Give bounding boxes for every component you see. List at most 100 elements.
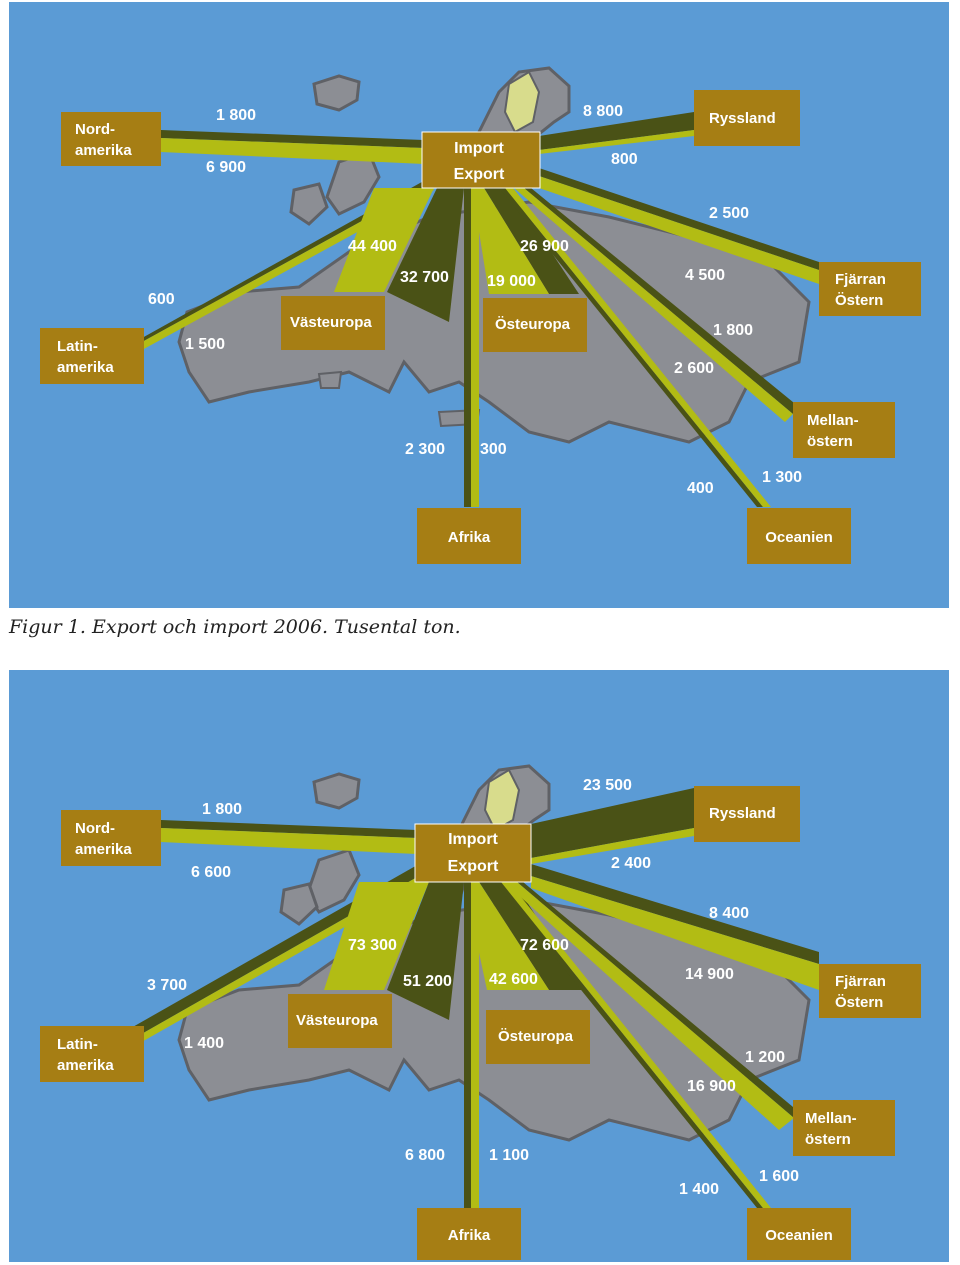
value-label: 8 800 [583, 103, 623, 120]
flow-values: 1 800 6 600 23 500 2 400 3 700 1 400 73 … [147, 777, 799, 1198]
region-box [40, 1026, 144, 1082]
hub-import-label: Import [448, 831, 498, 848]
flow-values: 1 800 6 900 8 800 800 600 1 500 44 400 3… [148, 103, 802, 497]
iceland-shape [312, 772, 361, 810]
region-label-line1: Oceanien [765, 529, 833, 546]
osteuropa-export-band [464, 882, 549, 990]
region-oceanien: Oceanien [747, 508, 851, 564]
afrika-export-band [471, 882, 479, 1208]
value-label: 600 [148, 291, 175, 308]
region-latinamerika: Latin- amerika [40, 1026, 144, 1082]
region-osteuropa: Östeuropa [486, 1010, 590, 1064]
region-box [793, 402, 895, 458]
region-label-line1: Fjärran [835, 973, 886, 990]
flow-map-panel-2006: Import Export Nord- amerika Ryssland Lat… [9, 2, 949, 608]
flow-map-svg: Import Export Nord- amerika Ryssland Lat… [9, 2, 949, 608]
value-label: 300 [480, 441, 507, 458]
region-label-line2: amerika [57, 1057, 114, 1074]
region-label-line1: Nord- [75, 820, 115, 837]
value-label: 14 900 [685, 966, 734, 983]
value-label: 51 200 [403, 973, 452, 990]
mellanostern-export-band [514, 188, 793, 422]
value-label: 8 400 [709, 905, 749, 922]
value-label: 1 800 [202, 801, 242, 818]
flow-map-panel-second: Import Export Nord- amerika Ryssland Lat… [9, 670, 949, 1262]
region-label-line1: Fjärran [835, 271, 886, 288]
region-label-line1: Afrika [448, 529, 491, 546]
region-box [61, 112, 161, 166]
region-box [819, 262, 921, 316]
region-label-line1: Mellan- [807, 412, 859, 429]
region-label-line1: Ryssland [709, 110, 776, 127]
value-label: 800 [611, 151, 638, 168]
oceanien-export-band [501, 882, 771, 1208]
value-label: 1 400 [679, 1181, 719, 1198]
ryssland-export-band [531, 828, 694, 864]
region-label-line1: Nord- [75, 121, 115, 138]
latinamerika-import-band [131, 864, 419, 1040]
region-box [819, 964, 921, 1018]
flow-map-svg: Import Export Nord- amerika Ryssland Lat… [9, 670, 949, 1262]
mellanostern-import-band [524, 188, 799, 414]
hub-export-label: Export [454, 166, 505, 183]
region-vasteuropa: Västeuropa [288, 994, 392, 1048]
region-latinamerika: Latin- amerika [40, 328, 144, 384]
fjarran-export-band [531, 876, 819, 990]
region-box [694, 786, 800, 842]
region-label-line1: Ryssland [709, 805, 776, 822]
region-ryssland: Ryssland [694, 786, 800, 842]
osteuropa-import-band [479, 882, 584, 990]
oceanien-import-band [499, 188, 763, 507]
vasteuropa-export-band [324, 882, 429, 990]
region-label-line1: Latin- [57, 1036, 98, 1053]
vasteuropa-import-band [387, 188, 464, 322]
region-afrika: Afrika [417, 1208, 521, 1260]
value-label: 42 600 [489, 971, 538, 988]
region-label-line1: Oceanien [765, 1227, 833, 1244]
region-box [288, 994, 392, 1048]
region-fjarran: Fjärran Östern [819, 964, 921, 1018]
region-label-line1: Västeuropa [296, 1012, 378, 1029]
region-fjarran: Fjärran Östern [819, 262, 921, 316]
value-label: 1 300 [762, 469, 802, 486]
vasteuropa-export-band [334, 188, 434, 292]
region-box [747, 508, 851, 564]
value-label: 6 800 [405, 1147, 445, 1164]
region-mellanostern: Mellan- östern [793, 402, 895, 458]
ryssland-import-band [531, 788, 694, 858]
fjarran-import-band [531, 864, 819, 964]
region-box [793, 1100, 895, 1156]
value-label: 1 200 [745, 1049, 785, 1066]
mellanostern-export-band [504, 882, 794, 1130]
value-label: 4 500 [685, 267, 725, 284]
region-afrika: Afrika [417, 508, 521, 564]
fjarran-import-band [539, 168, 819, 270]
oceanien-export-band [505, 188, 771, 507]
value-label: 73 300 [348, 937, 397, 954]
value-label: 2 600 [674, 360, 714, 377]
value-label: 16 900 [687, 1078, 736, 1095]
afrika-import-band [464, 882, 471, 1208]
region-label-line1: Östeuropa [495, 316, 571, 333]
value-label: 32 700 [400, 269, 449, 286]
value-label: 1 400 [184, 1035, 224, 1052]
region-label-line1: Afrika [448, 1227, 491, 1244]
region-label-line2: Östern [835, 994, 883, 1011]
value-label: 6 900 [206, 159, 246, 176]
nordamerika-export-band [161, 828, 417, 854]
ireland-shape [289, 182, 329, 226]
region-nordamerika: Nord- amerika [61, 112, 161, 166]
mellanostern-import-band [517, 882, 799, 1118]
sweden-shape [503, 70, 541, 134]
nordamerika-import-band [161, 820, 417, 838]
region-label-line2: östern [805, 1131, 851, 1148]
flow-bands [142, 112, 819, 507]
ireland-shape [279, 882, 319, 926]
region-box [40, 328, 144, 384]
value-label: 1 800 [216, 107, 256, 124]
nordamerika-export-band [161, 138, 424, 164]
region-label-line1: Mellan- [805, 1110, 857, 1127]
region-box [417, 508, 521, 564]
hub-box: Import Export [414, 823, 532, 883]
value-label: 2 400 [611, 855, 651, 872]
